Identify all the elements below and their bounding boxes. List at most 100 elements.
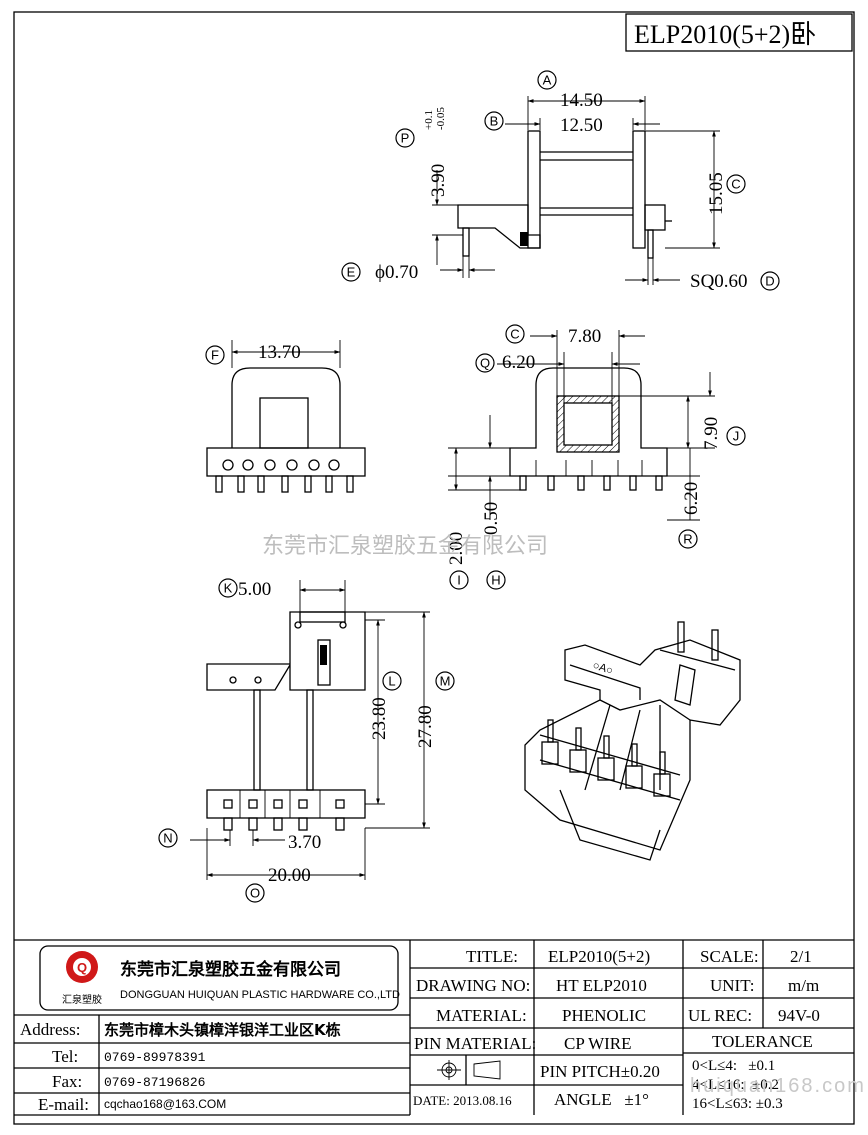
marker-label: H [491, 573, 500, 588]
pin-hole [273, 799, 283, 809]
pin-hole [298, 799, 308, 809]
pin [629, 475, 637, 491]
marker-c-icon: C [505, 324, 525, 344]
marker-q-icon: Q [475, 353, 495, 373]
dim-l-label: 23.80 [369, 697, 390, 740]
pin-pad [286, 459, 298, 471]
email-label: E-mail: [38, 1095, 89, 1114]
company-name-cn: 东莞市汇泉塑胶五金有限公司 [120, 959, 341, 980]
ul-rec-label: UL REC: [688, 1006, 752, 1025]
pin-hole [223, 799, 233, 809]
material-value: PHENOLIC [562, 1006, 646, 1025]
pin-pad [264, 459, 276, 471]
tolerance-row-1: 0<L≤4: ±0.1 [692, 1058, 775, 1074]
pin-material-value: CP WIRE [564, 1034, 632, 1053]
pin [519, 475, 527, 491]
marker-label: J [733, 429, 740, 444]
bottom-view: 5.00 23.80 27.80 3.70 20.00 [190, 579, 436, 886]
company-box [39, 945, 399, 1011]
pin [273, 817, 283, 831]
marker-e-icon: E [341, 262, 361, 282]
pin-hole [335, 799, 345, 809]
marker-j-icon: J [726, 426, 746, 446]
section-view: 7.80 6.20 7.90 6.20 2.00 0.50 [446, 326, 722, 565]
marker-h-icon: H [486, 570, 506, 590]
dim-i-label: 2.00 [446, 532, 467, 565]
dim-a-label: 14.50 [560, 90, 603, 111]
marker-label: R [683, 532, 692, 547]
marker-label: D [765, 274, 774, 289]
fax-label: Fax: [52, 1072, 82, 1091]
pin [257, 475, 265, 493]
svg-text:○A○: ○A○ [591, 659, 614, 677]
dim-o-label: 20.00 [268, 865, 311, 886]
marker-label: L [388, 674, 395, 689]
marker-l-icon: L [382, 671, 402, 691]
marker-m-icon: M [435, 671, 455, 691]
projection-symbol-icon [437, 1060, 501, 1080]
marker-b-icon: B [484, 111, 504, 131]
dim-f-label: 13.70 [258, 342, 301, 363]
pin-pad [222, 459, 234, 471]
pin [298, 817, 308, 831]
dim-j-label: 7.90 [701, 417, 722, 450]
pin [281, 475, 289, 493]
pin-pad [242, 459, 254, 471]
marker-d-icon: D [760, 271, 780, 291]
pin [248, 817, 258, 831]
tolerance-header: TOLERANCE [712, 1032, 813, 1051]
marker-f-icon: F [205, 345, 225, 365]
marker-n-icon: N [158, 828, 178, 848]
dim-c2-label: 7.80 [568, 326, 601, 347]
marker-label: P [401, 131, 410, 146]
title-value: ELP2010(5+2) [548, 947, 650, 966]
title-label: TITLE: [466, 947, 518, 966]
dim-h-label: 0.50 [481, 502, 502, 535]
watermark-url: huiquan168.com [690, 1075, 866, 1097]
watermark-company: 东莞市汇泉塑胶五金有限公司 [262, 534, 548, 559]
sheet-border [13, 11, 855, 1125]
pin [215, 475, 223, 493]
marker-label: E [347, 265, 356, 280]
pin [603, 475, 611, 491]
marker-a-icon: A [537, 70, 557, 90]
tel-value: 0769-89978391 [104, 1050, 206, 1065]
unit-value: m/m [788, 976, 819, 995]
marker-label: Q [480, 356, 490, 371]
front-view: 13.70 [206, 340, 366, 493]
marker-p-icon: P [395, 128, 415, 148]
dim-p-label: 3.90 [428, 164, 449, 197]
scale-value: 2/1 [790, 947, 812, 966]
fax-value: 0769-87196826 [104, 1075, 205, 1090]
marker-r-icon: R [678, 529, 698, 549]
drawing-no-label: DRAWING NO: [416, 976, 530, 995]
pin [655, 475, 663, 491]
tolerance-row-2: 4<L≤16: ±0.2 [692, 1077, 779, 1093]
marker-label: M [440, 674, 451, 689]
drawing-no-value: HT ELP2010 [556, 976, 647, 995]
tel-label: Tel: [52, 1047, 78, 1066]
tolerance-row-3: 16<L≤63: ±0.3 [692, 1096, 783, 1112]
pin [237, 475, 245, 493]
side-view: 14.50 12.50 15.05 3.90 +0.1 -0.05 ϕ0.70 … [375, 90, 748, 292]
dim-c-label: 15.05 [706, 172, 727, 215]
ul-rec-value: 94V-0 [778, 1006, 820, 1025]
address-value: 东莞市樟木头镇樟洋银洋工业区K栋 [104, 1021, 341, 1039]
pin-hole [248, 799, 258, 809]
dim-p-tol-up: +0.1 [423, 110, 435, 130]
address-label: Address: [20, 1020, 80, 1039]
marker-label: K [224, 581, 233, 596]
dim-q-label: 6.20 [502, 352, 535, 373]
material-label: MATERIAL: [436, 1006, 527, 1025]
dim-b-label: 12.50 [560, 115, 603, 136]
dim-m-label: 27.80 [415, 705, 436, 748]
marker-label: O [250, 886, 260, 901]
dim-p-tol-dn: -0.05 [435, 107, 447, 130]
marker-label: B [490, 114, 499, 129]
marker-o-icon: O [245, 883, 265, 903]
marker-i-icon: I [449, 570, 469, 590]
dim-r-label: 6.20 [681, 482, 702, 515]
dim-d-label: SQ0.60 [690, 271, 748, 292]
isometric-view: ○A○ [524, 621, 741, 861]
